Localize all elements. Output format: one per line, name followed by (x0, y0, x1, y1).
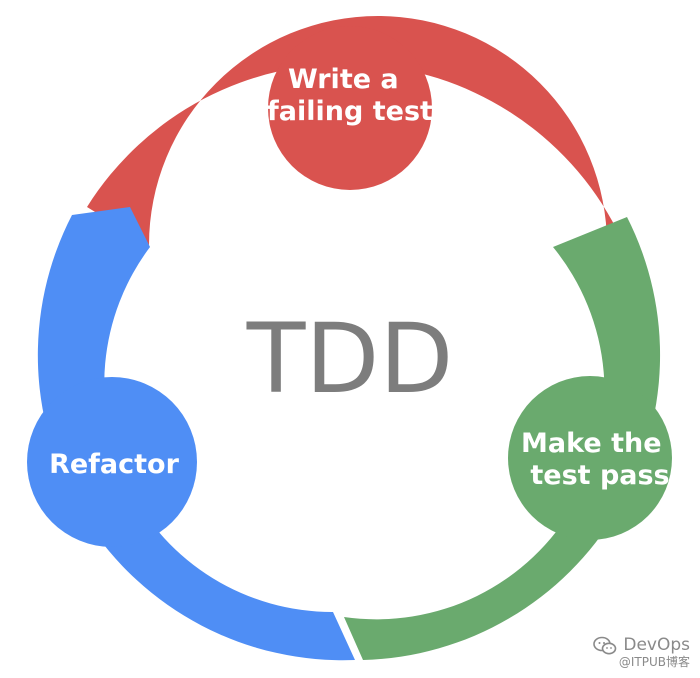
watermark-title: DevOps (623, 635, 690, 656)
stage-refactor: Refactor (27, 207, 356, 661)
stage-write-failing-test: Write a failing test (87, 16, 617, 245)
stage-arc-red (87, 16, 617, 245)
watermark-source: @ITPUB博客 (618, 655, 690, 670)
stage-arc-green (344, 217, 661, 660)
watermark: DevOps @ITPUB博客 (593, 636, 690, 670)
stage-label-blue: Refactor (49, 449, 180, 480)
stage-make-test-pass: Make the test pass (344, 217, 672, 660)
wechat-icon (593, 636, 617, 655)
stage-node-green (508, 376, 672, 540)
watermark-title-row: DevOps (593, 636, 690, 656)
stage-label-green: Make the test pass (521, 428, 671, 491)
stage-node-blue (27, 377, 197, 547)
stage-label-red: Write a failing test (267, 64, 433, 127)
stage-node-red (268, 26, 432, 190)
stage-arc-blue (37, 207, 356, 661)
center-label: TDD (246, 303, 453, 415)
